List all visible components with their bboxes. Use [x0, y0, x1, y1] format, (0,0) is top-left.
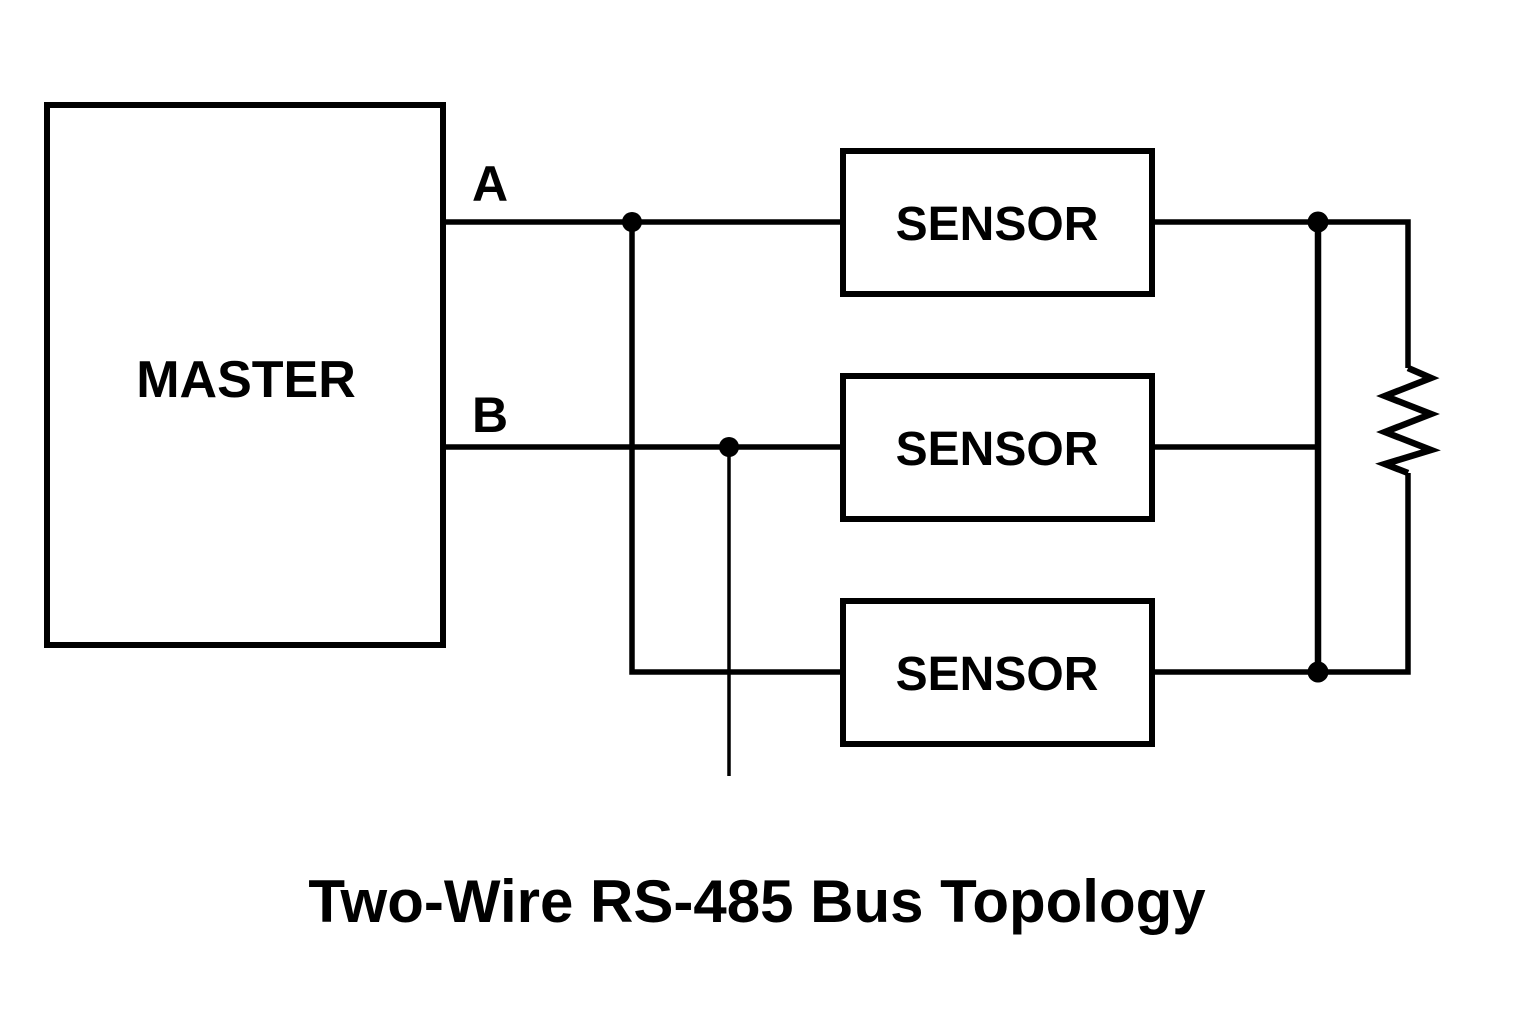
diagram-title: Two-Wire RS-485 Bus Topology: [308, 868, 1206, 935]
master-label: MASTER: [136, 351, 356, 409]
sensor1-box: [840, 148, 1155, 297]
sensor1-label: SENSOR: [896, 198, 1099, 251]
junction-dot-bus-bottom: [1307, 661, 1329, 683]
wire-a-label: A: [472, 156, 508, 212]
resistor-icon: [1375, 365, 1441, 477]
junction-dot-wire-b: [719, 437, 739, 457]
sensor3-box: [840, 598, 1155, 747]
wire-sensor3-to-termination: [1152, 473, 1411, 675]
sensor2-label: SENSOR: [896, 423, 1099, 476]
sensor3-label: SENSOR: [896, 648, 1099, 701]
master-box: [44, 102, 446, 648]
junction-dot-wire-a: [622, 212, 642, 232]
branch-a-to-sensor3: [629, 222, 843, 675]
sensor2-box: [840, 373, 1155, 522]
junction-dot-bus-top: [1307, 211, 1329, 233]
wire-sensor1-to-termination: [1152, 219, 1411, 368]
wire-b-label: B: [472, 387, 508, 443]
